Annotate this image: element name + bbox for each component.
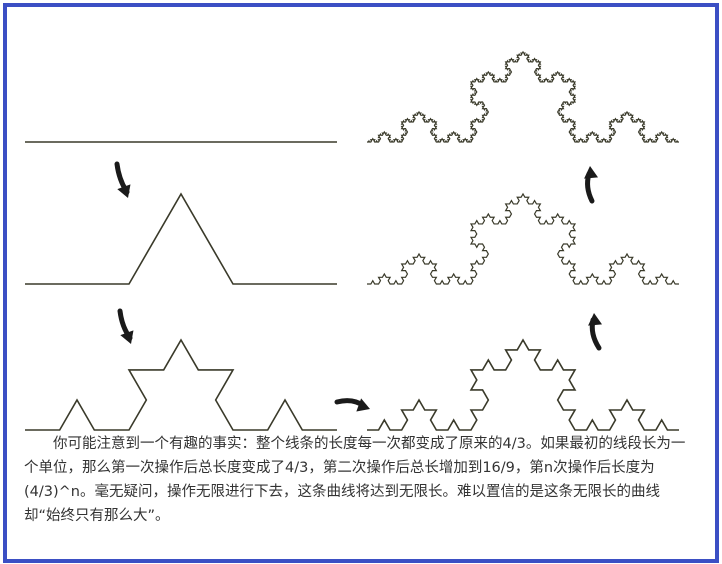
caption-text: 你可能注意到一个有趣的事实：整个线条的长度每一次都变成了原来的4/3。如果最初的… — [24, 436, 686, 524]
koch-curve-fourth-iteration — [367, 192, 679, 285]
arrow-up-1-icon — [588, 313, 603, 351]
arrow-up-2-icon — [584, 166, 599, 204]
arrow-down-2-icon — [117, 308, 134, 344]
koch-curve-first-iteration — [25, 192, 337, 285]
koch-curve-third-iteration — [367, 338, 679, 431]
arrow-right-icon — [334, 398, 370, 412]
koch-curve-fifth-iteration — [367, 50, 679, 143]
arrow-down-1-icon — [114, 161, 131, 198]
figure-frame — [3, 3, 719, 563]
caption: 你可能注意到一个有趣的事实：整个线条的长度每一次都变成了原来的4/3。如果最初的… — [24, 432, 696, 528]
koch-curve-second-iteration — [25, 338, 337, 431]
